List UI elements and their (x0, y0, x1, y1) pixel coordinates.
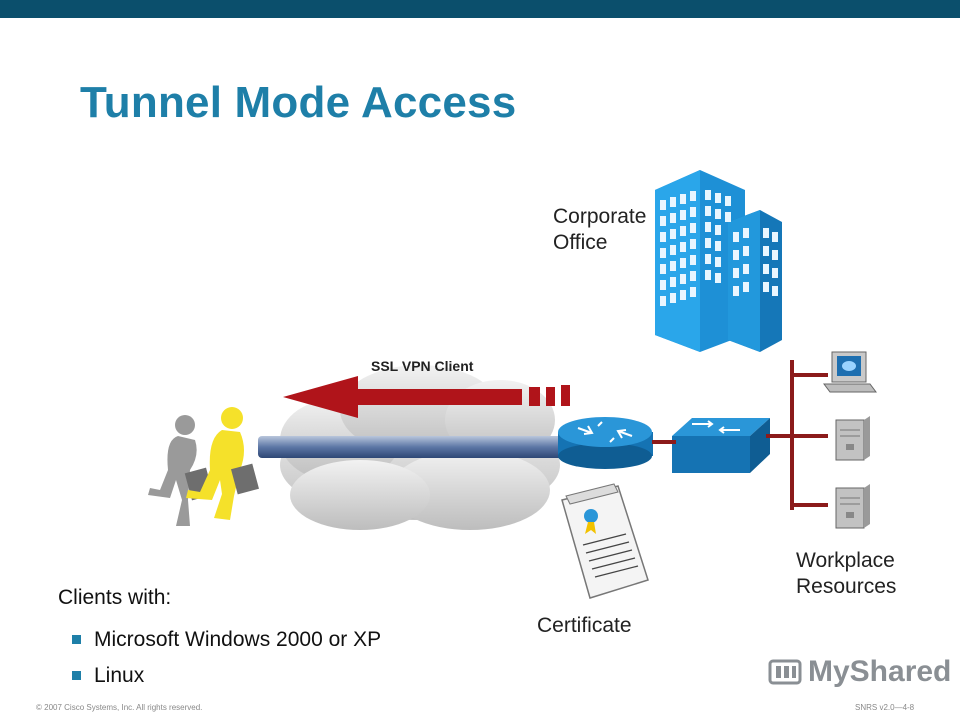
copyright-footer: © 2007 Cisco Systems, Inc. All rights re… (36, 703, 203, 712)
certificate-label: Certificate (537, 614, 632, 637)
myshared-logo: MyShared (768, 655, 951, 689)
top-bar (0, 0, 960, 18)
pc-icon (823, 351, 877, 393)
bullet-square-icon (72, 635, 81, 644)
tunnel-line (258, 436, 568, 458)
myshared-logo-icon (768, 659, 802, 685)
server-icon (835, 416, 870, 461)
network-links (652, 360, 828, 510)
certificate-icon (561, 483, 649, 599)
router-icon (558, 417, 653, 469)
ssl-vpn-client-label: SSL VPN Client (371, 358, 474, 374)
building-icon (655, 170, 782, 352)
corporate-office-label-line1: Corporate (553, 205, 647, 228)
myshared-logo-text: MyShared (808, 655, 952, 688)
course-footer: SNRS v2.0—4-8 (855, 703, 915, 712)
slide-title: Tunnel Mode Access (80, 78, 517, 127)
ssl-vpn-arrow-icon (283, 376, 570, 418)
server-icon (835, 484, 870, 529)
corporate-office-label-line2: Office (553, 231, 608, 254)
user-icon (186, 407, 259, 520)
user-icon (148, 415, 214, 526)
clients-heading: Clients with: (58, 586, 172, 609)
bullet-square-icon (72, 671, 81, 680)
switch-icon (672, 418, 770, 473)
workplace-resources-label-line2: Resources (796, 575, 897, 598)
list-item: Linux (72, 658, 381, 694)
clients-list: Microsoft Windows 2000 or XP Linux (72, 622, 381, 694)
workplace-resources-label-line1: Workplace (796, 549, 895, 572)
list-item: Microsoft Windows 2000 or XP (72, 622, 381, 658)
